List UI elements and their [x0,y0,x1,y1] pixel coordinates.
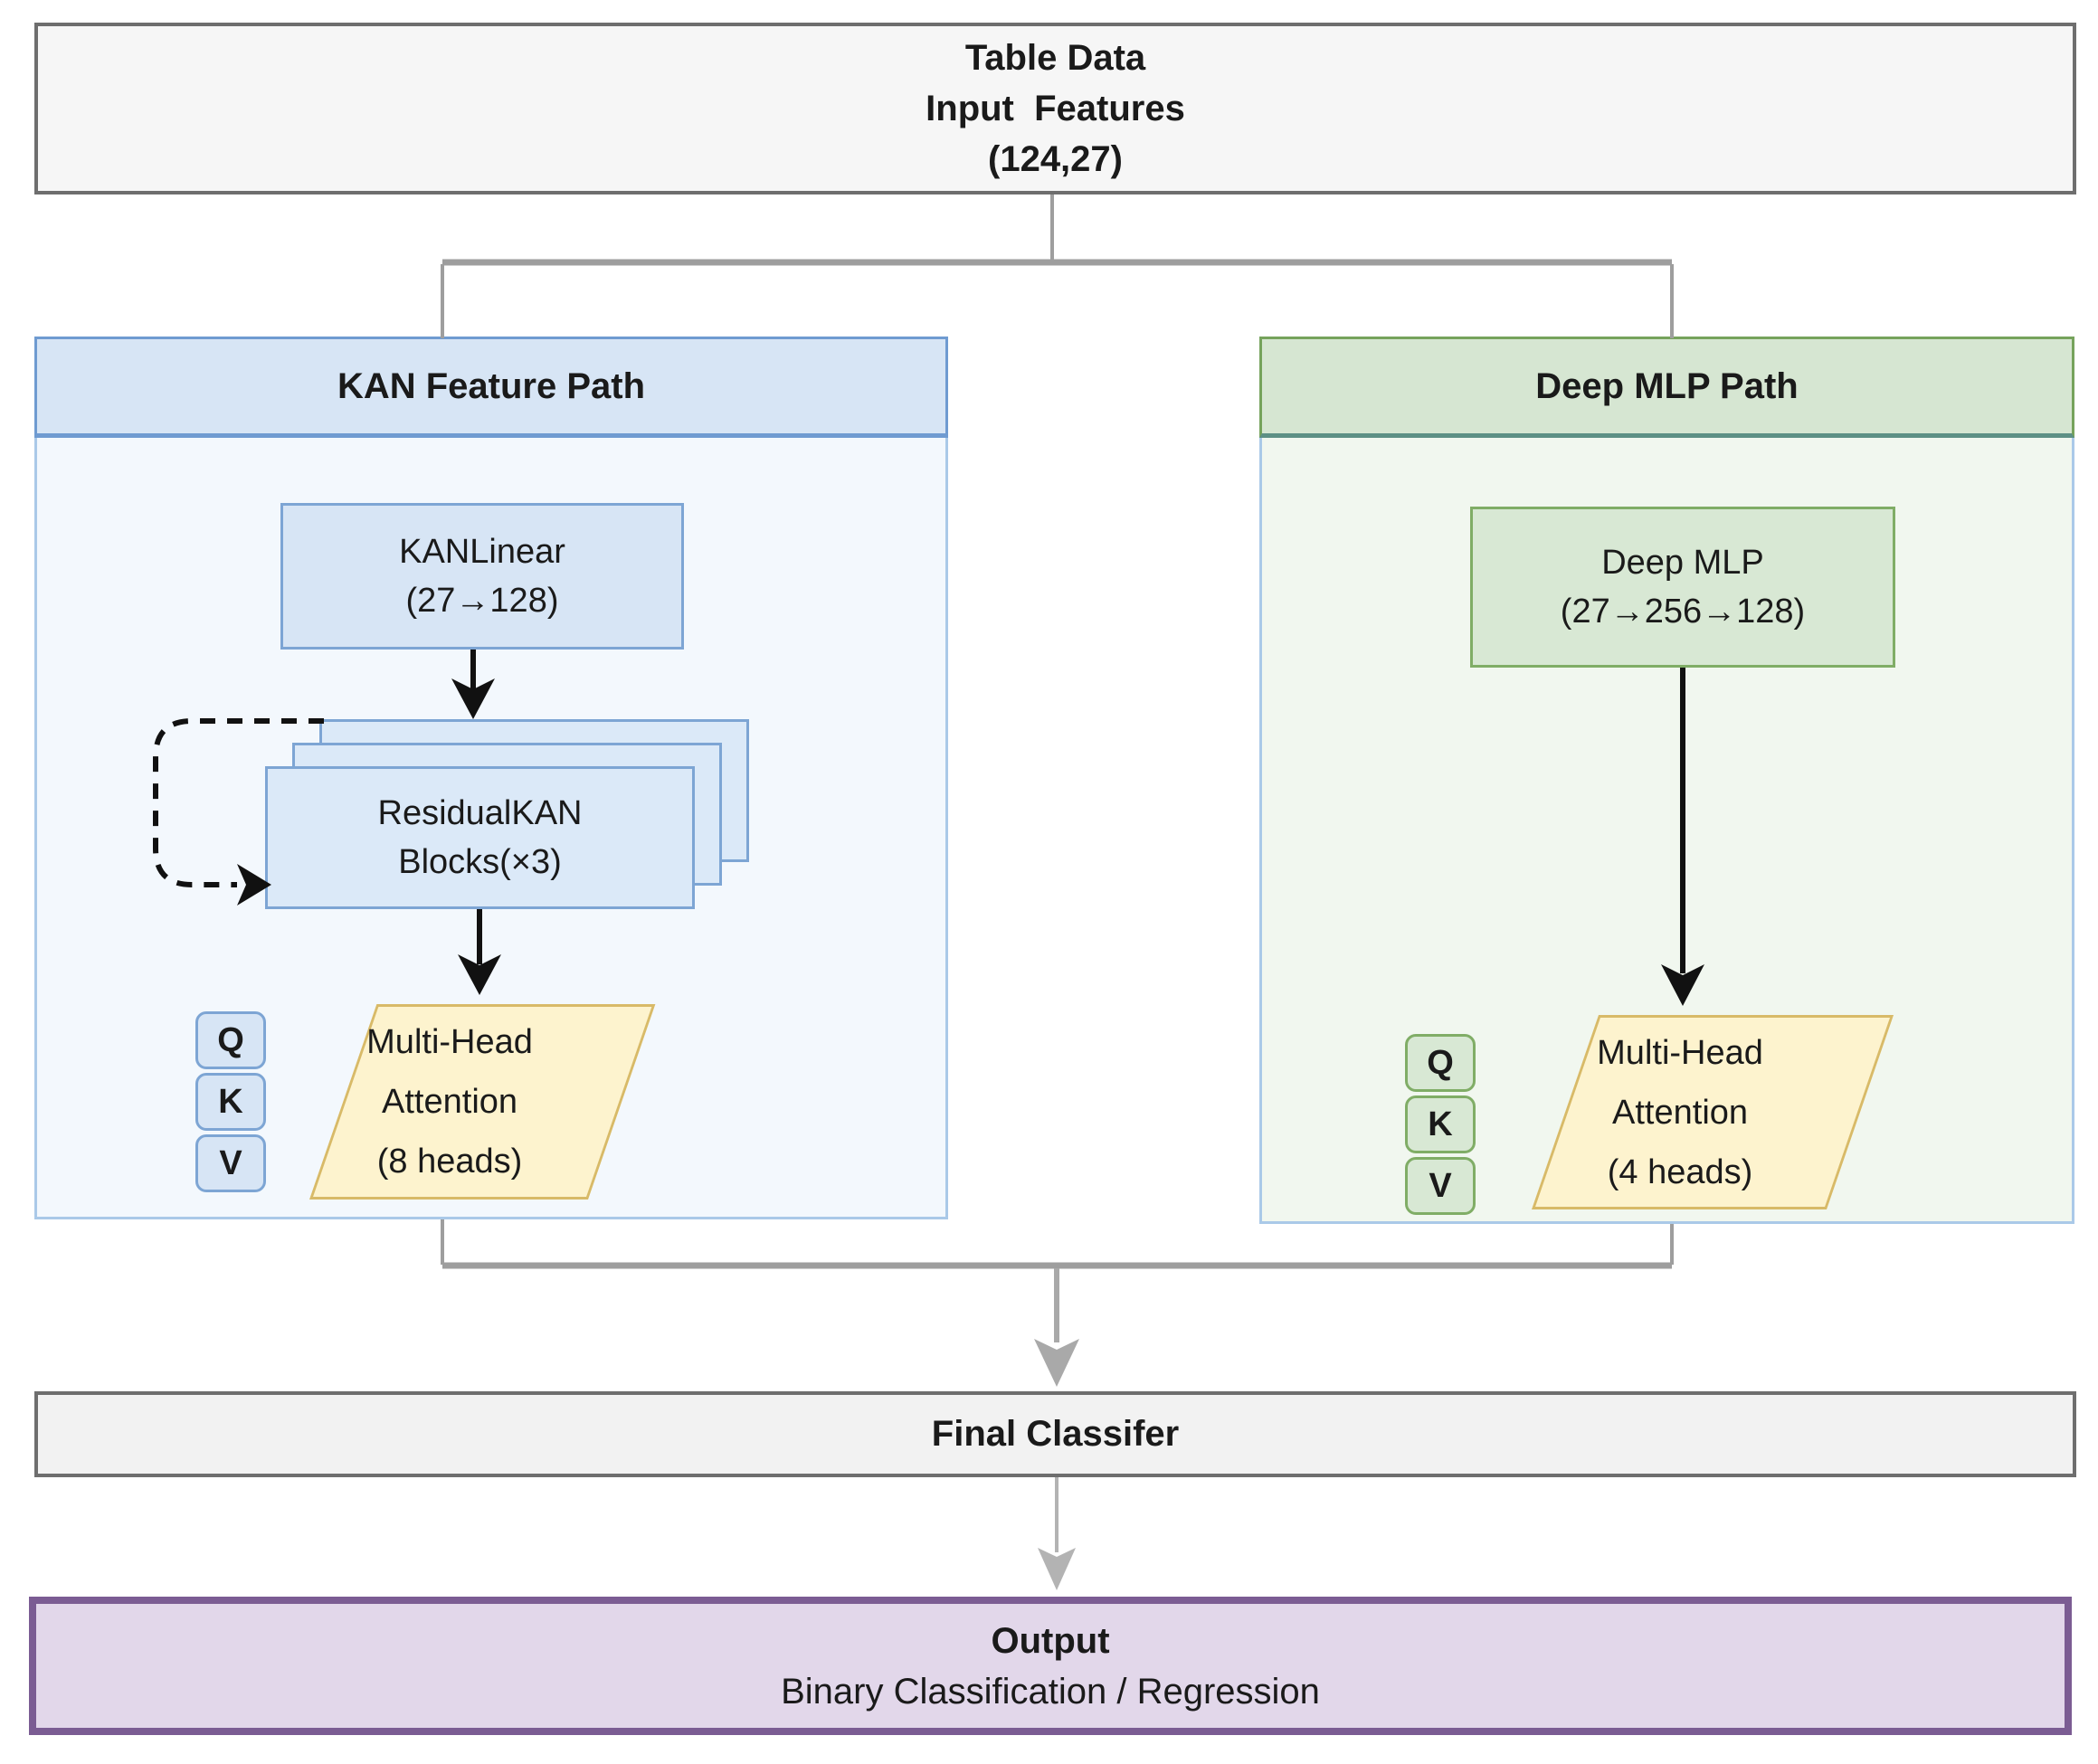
deep-mlp-line1: Deep MLP [1601,544,1764,582]
mlp-attention-line3: (4 heads) [1607,1152,1753,1191]
mlp-attention-line2: Attention [1612,1093,1749,1132]
input-box-line3: (124,27) [988,139,1123,179]
kan-v-label: V [219,1143,242,1182]
kanlinear-line2: (27→128) [405,582,559,620]
kan-k-box: K [195,1073,266,1131]
deep-mlp-line2: (27→256→128) [1560,593,1806,631]
kan-q-box: Q [195,1011,266,1069]
kan-attention-line2: Attention [382,1083,518,1121]
mlp-v-box: V [1405,1157,1476,1215]
final-classifier-box: Final Classifer [34,1391,2076,1477]
mlp-q-box: Q [1405,1034,1476,1092]
kan-attention-line3: (8 heads) [376,1143,523,1181]
residual-kan-blocks-box: ResidualKAN Blocks(×3) [265,766,695,909]
mlp-path-title: Deep MLP Path [1535,365,1799,406]
mlp-k-label: K [1428,1105,1453,1143]
output-subtitle: Binary Classification / Regression [781,1671,1320,1712]
input-box-line2: Input Features [926,89,1185,128]
output-title: Output [991,1620,1110,1661]
deep-mlp-box: Deep MLP (27→256→128) [1470,507,1895,668]
kan-attention-line1: Multi-Head [366,1023,533,1061]
kan-v-box: V [195,1134,266,1192]
mlp-path-header: Deep MLP Path [1259,337,2074,438]
residual-line1: ResidualKAN [377,794,583,832]
mlp-q-label: Q [1427,1043,1454,1082]
input-box-line1: Table Data [964,38,1146,78]
kan-k-label: K [218,1082,243,1121]
final-classifier-label: Final Classifer [931,1414,1180,1454]
residual-line2: Blocks(×3) [398,843,562,881]
merge-to-final-arrowhead [1034,1339,1079,1387]
output-box: Output Binary Classification / Regressio… [29,1597,2072,1735]
kanlinear-box: KANLinear (27→128) [280,503,684,650]
kan-path-title: KAN Feature Path [337,365,646,406]
final-to-output-arrowhead [1038,1548,1076,1590]
mlp-k-box: K [1405,1095,1476,1153]
kan-path-header: KAN Feature Path [34,337,948,438]
mlp-attention-line1: Multi-Head [1597,1033,1763,1072]
kanlinear-line1: KANLinear [399,533,565,571]
input-features-box: Table Data Input Features (124,27) [34,23,2076,194]
kan-q-label: Q [217,1020,244,1059]
mlp-v-label: V [1429,1166,1452,1205]
